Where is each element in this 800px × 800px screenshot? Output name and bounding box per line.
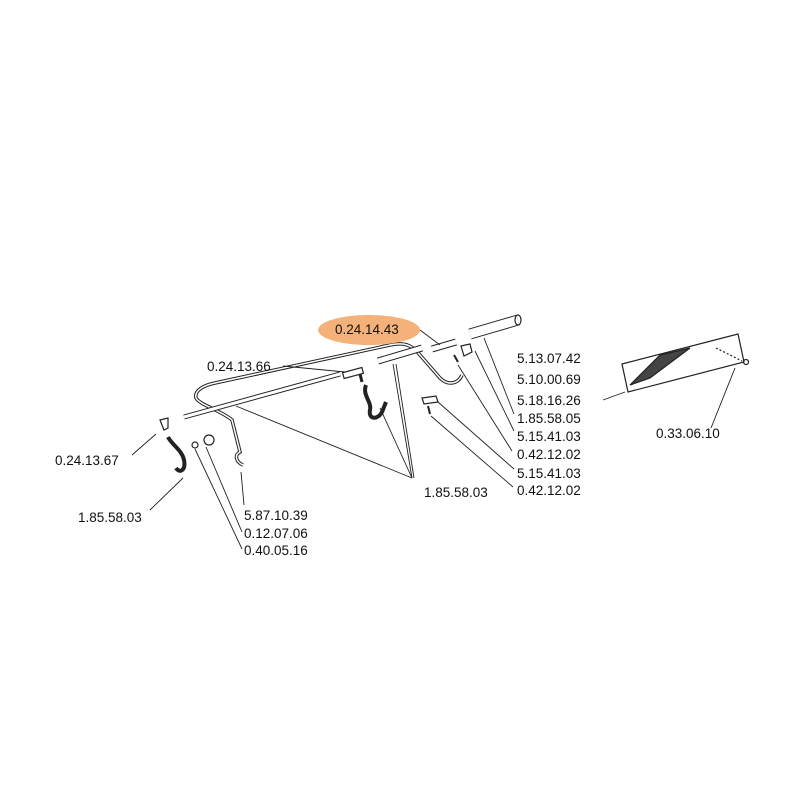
connector-pin [431, 338, 457, 353]
part-label-0-12-07-06[interactable]: 0.12.07.06 [244, 526, 308, 541]
part-label-0-24-14-43[interactable]: 0.24.14.43 [335, 322, 399, 337]
main-rod [194, 342, 464, 467]
part-label-0-24-13-66[interactable]: 0.24.13.66 [207, 359, 271, 374]
part-label-1-85-58-03[interactable]: 1.85.58.03 [424, 485, 488, 500]
clip [421, 395, 439, 405]
grip-tube [468, 314, 522, 340]
part-label-1-85-58-03[interactable]: 1.85.58.03 [78, 510, 142, 525]
part-label-0-40-05-16[interactable]: 0.40.05.16 [244, 543, 308, 558]
part-label-1-85-58-05[interactable]: 1.85.58.05 [517, 411, 581, 426]
highlight-ellipse [318, 315, 420, 345]
lower-rod [183, 371, 341, 420]
washer [203, 434, 215, 446]
part-label-0-24-13-67[interactable]: 0.24.13.67 [55, 453, 119, 468]
part-label-5-15-41-03[interactable]: 5.15.41.03 [517, 466, 581, 481]
clamp [460, 343, 473, 357]
screw-lower [427, 405, 431, 415]
part-label-5-87-10-39[interactable]: 5.87.10.39 [244, 508, 308, 523]
part-label-5-13-07-42[interactable]: 5.13.07.42 [517, 351, 581, 366]
part-label-5-15-41-03[interactable]: 5.15.41.03 [517, 429, 581, 444]
tube-segment [377, 344, 423, 365]
bracket-left [159, 417, 169, 431]
hook-middle [363, 384, 388, 420]
leader-lines [131, 329, 736, 550]
part-label-5-18-16-26[interactable]: 5.18.16.26 [517, 393, 581, 408]
screw [453, 354, 459, 363]
part-label-0-42-12-02[interactable]: 0.42.12.02 [517, 483, 581, 498]
part-label-0-42-12-02[interactable]: 0.42.12.02 [517, 447, 581, 462]
blade-plate [621, 333, 750, 393]
t-fitting [341, 366, 365, 383]
hook-left [166, 435, 187, 473]
part-label-0-33-06-10[interactable]: 0.33.06.10 [656, 426, 720, 441]
part-label-5-10-00-69[interactable]: 5.10.00.69 [517, 372, 581, 387]
nut [191, 441, 199, 449]
